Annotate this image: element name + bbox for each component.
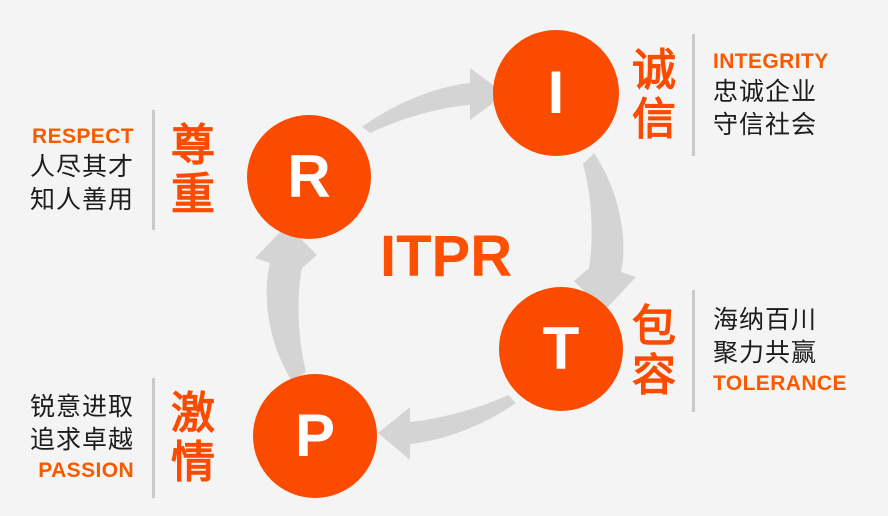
respect-big-chars: 尊 重 (171, 120, 216, 219)
arrow-i-to-t-icon (574, 153, 636, 311)
respect-label-en: RESPECT (32, 124, 135, 148)
passion-line-1: 锐意进取 (30, 392, 135, 421)
passion-line-2: 追求卓越 (30, 425, 135, 454)
node-letter-i: I (547, 59, 565, 126)
passion-text-column: 锐意进取 追求卓越 PASSION (30, 391, 152, 486)
respect-line-2: 知人善用 (30, 186, 135, 215)
arrow-r-to-i-icon (362, 68, 505, 133)
node-circle-passion[interactable]: P (253, 374, 377, 498)
tolerance-line-1: 海纳百川 (713, 305, 818, 334)
tolerance-label-en: TOLERANCE (713, 372, 847, 396)
integrity-text-column: INTEGRITY 忠诚企业 守信社会 (695, 48, 829, 143)
value-block-respect: RESPECT 人尽其才 知人善用 尊 重 (30, 110, 215, 230)
passion-big-chars: 激 情 (171, 388, 216, 487)
passion-divider (152, 378, 156, 498)
tolerance-big-chars: 包 容 (632, 301, 676, 400)
node-circle-tolerance[interactable]: T (499, 287, 623, 411)
value-block-integrity: 诚 信 INTEGRITY 忠诚企业 守信社会 (632, 34, 829, 156)
tolerance-divider (692, 290, 695, 412)
center-acronym: ITPR (380, 224, 513, 289)
node-circle-respect[interactable]: R (247, 115, 371, 239)
tolerance-line-2: 聚力共赢 (713, 338, 818, 367)
value-block-passion: 锐意进取 追求卓越 PASSION 激 情 (30, 378, 215, 498)
integrity-line-1: 忠诚企业 (713, 77, 818, 106)
tolerance-text-column: 海纳百川 聚力共赢 TOLERANCE (695, 304, 847, 399)
node-letter-p: P (294, 402, 336, 469)
respect-line-1: 人尽其才 (30, 152, 135, 181)
arrow-p-to-r-icon (255, 225, 317, 381)
node-letter-t: T (542, 315, 580, 382)
respect-divider (152, 110, 156, 230)
respect-text-column: RESPECT 人尽其才 知人善用 (30, 123, 152, 218)
node-circle-integrity[interactable]: I (493, 30, 619, 156)
integrity-label-en: INTEGRITY (713, 49, 829, 73)
node-letter-r: R (287, 143, 331, 210)
value-block-tolerance: 包 容 海纳百川 聚力共赢 TOLERANCE (632, 290, 847, 412)
integrity-big-chars: 诚 信 (632, 45, 676, 144)
integrity-divider (692, 34, 695, 156)
integrity-line-2: 守信社会 (713, 111, 818, 140)
arrow-t-to-p-icon (378, 395, 516, 460)
passion-label-en: PASSION (38, 459, 135, 483)
